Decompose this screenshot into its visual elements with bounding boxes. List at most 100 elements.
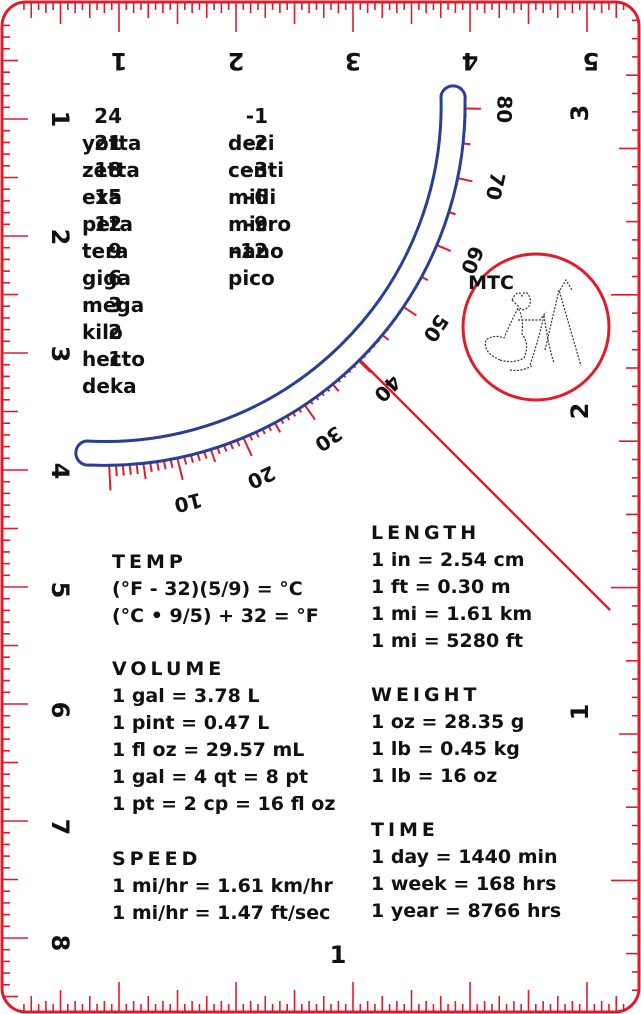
temp-section: TEMP (°F - 32)(5/9) = °C (°C • 9/5) + 32…	[112, 549, 319, 630]
ruler-number: 5	[46, 581, 74, 599]
ruler-number: 3	[344, 47, 362, 75]
speed-heading: SPEED	[112, 848, 202, 870]
prefix-row: -9 nano	[228, 211, 284, 263]
prefix-name: pico	[228, 266, 275, 290]
prefix-name: centi	[228, 158, 285, 182]
conversion-line: (°F - 32)(5/9) = °C	[112, 578, 303, 600]
ruler-number: 2	[227, 47, 245, 75]
prefix-row: 1 deka	[82, 346, 137, 398]
speed-section: SPEED 1 mi/hr = 1.61 km/hr 1 mi/hr = 1.4…	[112, 846, 333, 927]
prefix-row: 15peta	[82, 184, 133, 236]
conversion-line: 1 lb = 16 oz	[371, 765, 498, 787]
prefix-name: milli	[228, 185, 277, 209]
prefix-row: 2 hecto	[82, 319, 145, 371]
ruler-number: 7	[46, 818, 74, 836]
conversion-line: 1 mi = 5280 ft	[371, 630, 524, 652]
protractor-tick	[108, 464, 112, 491]
prefix-name: zetta	[82, 158, 140, 182]
prefix-exponent: 12	[94, 212, 122, 236]
logo-circle	[461, 252, 611, 402]
protractor-number: 70	[481, 170, 510, 202]
prefix-name: deka	[82, 374, 137, 398]
prefix-exponent: -2	[245, 131, 268, 155]
prefix-name: kilo	[82, 320, 123, 344]
conversion-line: 1 ft = 0.30 m	[371, 576, 511, 598]
conversion-line: 1 pint = 0.47 L	[112, 712, 270, 734]
length-heading: LENGTH	[371, 522, 481, 544]
prefix-name: nano	[228, 239, 284, 263]
prefix-name: exa	[82, 185, 122, 209]
ruler-number: 3	[566, 104, 594, 122]
prefix-row: -12 pico	[228, 238, 278, 290]
ruler-number: 1	[110, 47, 128, 75]
prefix-name: micro	[228, 212, 292, 236]
prefix-exponent: 24	[94, 104, 122, 128]
weight-section: WEIGHT 1 oz = 28.35 g 1 lb = 0.45 kg 1 l…	[371, 682, 524, 790]
prefix-row: -3 milli	[228, 157, 278, 209]
conversion-line: 1 gal = 3.78 L	[112, 685, 260, 707]
prefix-exponent: -3	[245, 158, 268, 182]
prefix-name: yotta	[82, 131, 142, 155]
protractor-slot	[74, 84, 467, 467]
prefix-exponent: 15	[94, 185, 122, 209]
prefix-row: 24 yotta	[82, 103, 141, 155]
volume-section: VOLUME 1 gal = 3.78 L 1 pint = 0.47 L 1 …	[112, 656, 335, 818]
conversion-line: 1 year = 8766 hrs	[371, 900, 562, 922]
conversion-line: 1 gal = 4 qt = 8 pt	[112, 766, 309, 788]
prefix-name: mega	[82, 293, 145, 317]
ruler-number: 1	[329, 941, 347, 969]
prefix-exponent: -12	[231, 239, 268, 263]
prefix-row: 12 tera	[82, 211, 132, 263]
ruler-number: 1	[46, 110, 74, 128]
prefix-row: -1deci	[228, 103, 278, 155]
conversion-line: 1 fl oz = 29.57 mL	[112, 739, 305, 761]
prefix-exponent: 2	[108, 320, 122, 344]
prefix-name: tera	[82, 239, 129, 263]
ruler-number: 8	[46, 934, 74, 952]
prefix-exponent: -9	[245, 212, 268, 236]
conversion-line: 1 oz = 28.35 g	[371, 711, 525, 733]
conversion-line: 1 day = 1440 min	[371, 846, 558, 868]
logo-text: MTC	[468, 272, 514, 294]
conversion-line: 1 lb = 0.45 kg	[371, 738, 520, 760]
logo-figure-icon	[484, 278, 582, 372]
prefix-exponent: 18	[94, 158, 122, 182]
ruler-number: 3	[46, 345, 74, 363]
ruler-number: 2	[46, 228, 74, 246]
ruler-number: 4	[46, 462, 74, 480]
prefix-row: -2 centi	[228, 130, 284, 182]
time-section: TIME 1 day = 1440 min 1 week = 168 hrs 1…	[371, 817, 561, 925]
protractor-pointer-line	[344, 344, 611, 611]
prefix-name: deci	[228, 131, 275, 155]
prefix-row: 3 kilo	[82, 292, 132, 344]
prefix-exponent: 9	[108, 239, 122, 263]
conversion-line: (°C • 9/5) + 32 = °F	[112, 605, 319, 627]
conversion-line: 1 mi/hr = 1.61 km/hr	[112, 875, 333, 897]
prefix-exponent: -6	[245, 185, 268, 209]
prefix-name: giga	[82, 266, 131, 290]
prefix-exponent: 6	[108, 266, 122, 290]
conversion-line: 1 mi/hr = 1.47 ft/sec	[112, 902, 331, 924]
ruler-number: 1	[566, 703, 594, 721]
prefix-exponent: 21	[94, 131, 122, 155]
ruler-number: 5	[582, 47, 600, 75]
conversion-line: 1 pt = 2 cp = 16 fl oz	[112, 793, 336, 815]
prefix-name: hecto	[82, 347, 145, 371]
prefix-exponent: 1	[108, 347, 122, 371]
prefix-exponent: 3	[108, 293, 122, 317]
volume-heading: VOLUME	[112, 658, 226, 680]
prefix-row: -6 micro	[228, 184, 291, 236]
ruler-number: 6	[46, 701, 74, 719]
ruler-number: 4	[461, 47, 479, 75]
length-section: LENGTH 1 in = 2.54 cm 1 ft = 0.30 m 1 mi…	[371, 520, 532, 655]
time-heading: TIME	[371, 819, 439, 841]
temp-heading: TEMP	[112, 551, 187, 573]
ruler-number: 2	[566, 402, 594, 420]
weight-heading: WEIGHT	[371, 684, 481, 706]
conversion-line: 1 in = 2.54 cm	[371, 549, 525, 571]
prefix-row: 21 zetta	[82, 130, 140, 182]
prefix-row: 6 mega	[82, 265, 144, 317]
